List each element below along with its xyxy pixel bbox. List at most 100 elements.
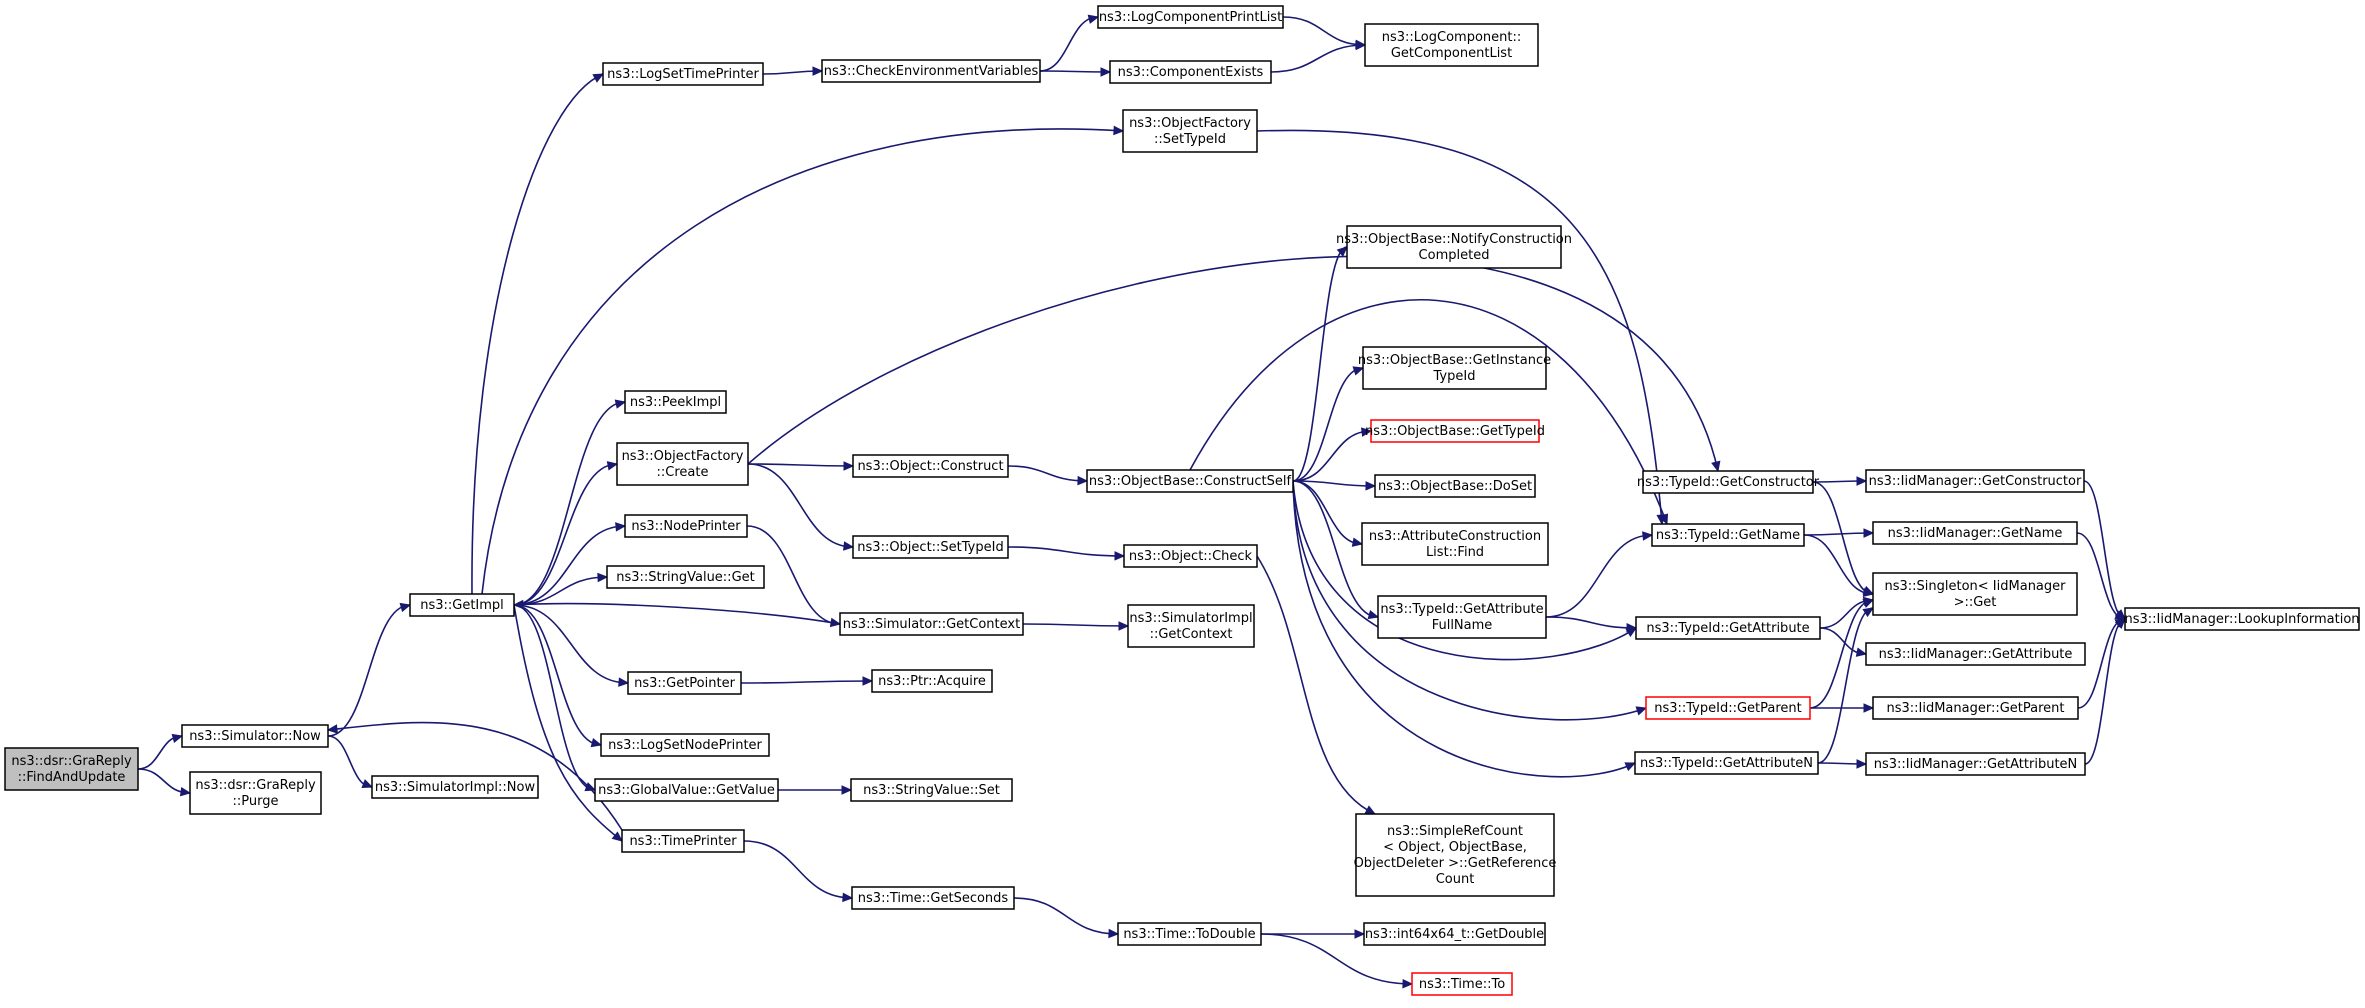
node-ns3-time-to[interactable]: ns3::Time::To (1411, 972, 1513, 996)
edge-arrowhead (843, 461, 855, 471)
node-ns3-logcomponentprintlist[interactable]: ns3::LogComponentPrintList (1097, 5, 1284, 29)
node-label: ns3::IidManager::GetName (1888, 526, 2063, 541)
edge-arrowhead (1711, 460, 1721, 473)
edge-n13-to-n20 (743, 840, 854, 903)
node-ns3-objectbase-doset[interactable]: ns3::ObjectBase::DoSet (1374, 474, 1536, 498)
edge-line (747, 463, 854, 467)
node-box (1635, 616, 1821, 640)
node-ns3-iidmanager-getconstructor[interactable]: ns3::IidManager::GetConstructor (1865, 469, 2085, 493)
node-label: ns3::TypeId::GetAttribute (1380, 602, 1543, 617)
edge-arrowhead (1624, 762, 1637, 772)
node-ns3-logsetnodeprinter[interactable]: ns3::LogSetNodePrinter (600, 733, 770, 757)
node-ns3-typeid-getattribute[interactable]: ns3::TypeId::GetAttribute (1635, 616, 1821, 640)
node-ns3-typeid-getconstructor[interactable]: ns3::TypeId::GetConstructor (1637, 470, 1820, 494)
node-ns3-object-construct[interactable]: ns3::Object::Construct (852, 454, 1009, 478)
node-box (852, 535, 1009, 559)
node-label: ns3::TypeId::GetName (1656, 528, 1800, 543)
node-ns3-simulator-getcontext[interactable]: ns3::Simulator::GetContext (839, 612, 1024, 636)
node-ns3-time-todouble[interactable]: ns3::Time::ToDouble (1117, 922, 1262, 946)
node-ns3-peekimpl[interactable]: ns3::PeekImpl (624, 390, 727, 414)
node-ns3-iidmanager-getname[interactable]: ns3::IidManager::GetName (1872, 521, 2078, 545)
edge-arrowhead (842, 892, 854, 903)
node-ns3-singleton-iidmanager-get[interactable]: ns3::Singleton< IidManager>::Get (1872, 572, 2078, 616)
edge-line (1292, 246, 1348, 482)
node-ns3-simulatorimpl-getcontext[interactable]: ns3::SimulatorImpl::GetContext (1127, 604, 1255, 648)
edge-n14-to-n22 (1039, 67, 1112, 77)
node-label: ::GetContext (1150, 627, 1233, 642)
node-ns3-stringvalue-set[interactable]: ns3::StringValue::Set (850, 778, 1013, 802)
node-label: ns3::dsr::GraReply (195, 778, 316, 793)
edge-n14-to-n21 (1039, 14, 1100, 72)
node-ns3-componentexists[interactable]: ns3::ComponentExists (1109, 60, 1272, 84)
node-ns3-iidmanager-lookupinformation[interactable]: ns3::IidManager::LookupInformation (2124, 607, 2360, 631)
node-ns3-iidmanager-getparent[interactable]: ns3::IidManager::GetParent (1872, 696, 2079, 720)
node-label: ns3::Time::ToDouble (1123, 927, 1255, 942)
node-label: ns3::GetImpl (420, 598, 504, 613)
edge-n24-to-n31 (1292, 427, 1373, 482)
edge-line (1022, 623, 1129, 627)
edge-n41-to-n45 (1809, 598, 1875, 709)
node-ns3-object-check[interactable]: ns3::Object::Check (1123, 544, 1258, 568)
edge-n3-to-n23 (481, 125, 1125, 595)
node-ns3-simulator-now[interactable]: ns3::Simulator::Now (181, 724, 329, 748)
node-ns3-objectbase-notifyconstruction-completed[interactable]: ns3::ObjectBase::NotifyConstructionCompl… (1336, 225, 1572, 269)
node-ns3-iidmanager-getattribute[interactable]: ns3::IidManager::GetAttribute (1865, 642, 2086, 666)
node-label: ns3::TypeId::GetAttributeN (1640, 756, 1813, 771)
node-ns3-checkenvironmentvariables[interactable]: ns3::CheckEnvironmentVariables (821, 59, 1041, 83)
edge-arrowhead (171, 733, 184, 744)
node-box (1346, 225, 1562, 269)
node-ns3-objectbase-gettypeid[interactable]: ns3::ObjectBase::GetTypeId (1365, 419, 1545, 443)
node-ns3-simulatorimpl-now[interactable]: ns3::SimulatorImpl::Now (371, 775, 539, 799)
node-ns3-simplerefcount-object-objectbase-objectdeleter-getreference-count[interactable]: ns3::SimpleRefCount< Object, ObjectBase,… (1354, 813, 1557, 897)
node-box (1872, 572, 2078, 616)
edge-n3-to-n12 (513, 604, 597, 792)
node-ns3-timeprinter[interactable]: ns3::TimePrinter (621, 829, 745, 853)
node-ns3-getpointer[interactable]: ns3::GetPointer (627, 671, 742, 695)
node-layer: ns3::dsr::GraReply::FindAndUpdatens3::Si… (4, 5, 2360, 996)
node-ns3-int64x64-t-getdouble[interactable]: ns3::int64x64_t::GetDouble (1363, 922, 1546, 946)
node-ns3-iidmanager-getattributen[interactable]: ns3::IidManager::GetAttributeN (1865, 752, 2086, 776)
edge-line (513, 401, 626, 606)
edge-line (743, 840, 853, 899)
edge-line (1013, 897, 1119, 935)
edge-n43-to-n49 (2083, 480, 2126, 620)
edge-n24-to-n33 (1292, 480, 1364, 547)
edge-n1-to-n3 (327, 602, 412, 737)
node-ns3-getimpl[interactable]: ns3::GetImpl (409, 593, 515, 617)
node-ns3-object-settypeid[interactable]: ns3::Object::SetTypeId (852, 535, 1009, 559)
node-box (1122, 109, 1258, 153)
node-ns3-typeid-getname[interactable]: ns3::TypeId::GetName (1651, 523, 1805, 547)
node-ns3-objectbase-constructself[interactable]: ns3::ObjectBase::ConstructSelf (1086, 469, 1294, 493)
node-box (4, 747, 139, 791)
node-ns3-globalvalue-getvalue[interactable]: ns3::GlobalValue::GetValue (594, 778, 779, 802)
node-ns3-nodeprinter[interactable]: ns3::NodePrinter (624, 514, 748, 538)
edge-line (2084, 618, 2126, 765)
node-ns3-objectfactory-create[interactable]: ns3::ObjectFactory::Create (616, 442, 749, 486)
node-ns3-dsr-grareply-findandupdate[interactable]: ns3::dsr::GraReply::FindAndUpdate (4, 747, 139, 791)
node-box (1362, 346, 1547, 390)
node-ns3-typeid-getattributen[interactable]: ns3::TypeId::GetAttributeN (1634, 751, 1819, 775)
node-box (1361, 522, 1549, 566)
node-ns3-typeid-getparent[interactable]: ns3::TypeId::GetParent (1645, 696, 1811, 720)
node-ns3-ptr-acquire[interactable]: ns3::Ptr::Acquire (871, 669, 993, 693)
node-ns3-dsr-grareply-purge[interactable]: ns3::dsr::GraReply::Purge (189, 771, 322, 815)
node-label: ns3::IidManager::LookupInformation (2124, 612, 2359, 627)
node-ns3-logcomponent-getcomponentlist[interactable]: ns3::LogComponent::GetComponentList (1364, 23, 1539, 67)
node-ns3-time-getseconds[interactable]: ns3::Time::GetSeconds (851, 886, 1015, 910)
edge-arrowhead (1360, 427, 1373, 437)
edge-line (1803, 532, 1874, 536)
edge-line (1812, 481, 1874, 595)
node-label: ns3::LogComponent:: (1382, 30, 1522, 45)
node-ns3-logsettimeprinter[interactable]: ns3::LogSetTimePrinter (602, 62, 764, 86)
edge-line (513, 602, 841, 625)
node-ns3-stringvalue-get[interactable]: ns3::StringValue::Get (606, 565, 765, 589)
edge-arrowhead (1100, 67, 1112, 77)
node-label: ns3::Time::To (1419, 977, 1505, 992)
edge-n42-to-n48 (1817, 759, 1868, 769)
edge-arrowhead (1635, 706, 1648, 716)
node-ns3-objectfactory-settypeid[interactable]: ns3::ObjectFactory::SetTypeId (1122, 109, 1258, 153)
